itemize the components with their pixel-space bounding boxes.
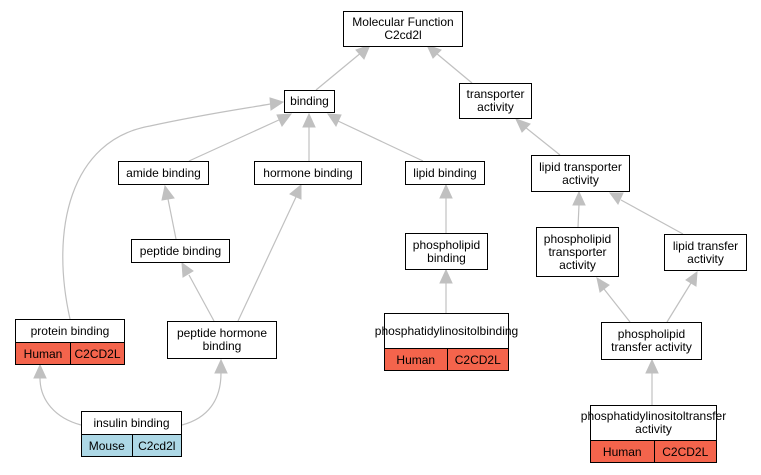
node-phosphatidylinositol-transfer-activity[interactable]: phosphatidylinositoltransfer activity Hu… [581,405,726,463]
edge-transporter-to-root [426,44,473,84]
node-amide-binding[interactable]: amide binding [118,161,209,185]
edge-peptide-to-amide [161,184,177,240]
species-cell: Mouse [82,435,132,456]
node-label: binding [290,94,329,108]
edge-lipidtransfer-to-lipidtransporter [609,192,684,235]
node-line: phosphatidylinositol [580,409,686,423]
edge-peptidehormone-to-peptide [181,261,215,322]
edge-peptidehormone-to-hormone [237,183,302,322]
node-label: hormone binding [263,165,353,180]
gene-cell: C2CD2L [446,349,508,370]
edge-insulin-to-protein [33,363,82,426]
edge-phospholipidtransporter-to-lipidtransporter [572,190,586,228]
node-line: activity [559,257,596,272]
node-label-box: phosphatidylinositoltransfer activity [581,406,726,441]
node-line: activity [687,251,724,266]
arrowhead [276,113,293,127]
node-binding[interactable]: binding [284,90,335,113]
edge-phospholipidtransfer-to-phospholipidtransporter [596,276,631,323]
node-line: phospholipid [543,231,612,246]
edge-phospholipidtransfer-to-lipidtransfer [666,270,698,323]
edge-protein-to-binding [62,97,285,320]
arrowhead [685,270,698,287]
node-line: binding [427,250,466,265]
node-label: lipid binding [413,165,477,180]
species-cell: Human [591,441,654,462]
node-label: insulin binding [82,412,181,435]
node-peptide-binding[interactable]: peptide binding [131,239,230,263]
arrowhead [161,184,175,201]
node-label-box: phosphatidylinositolbinding [375,314,518,349]
arrowhead [439,183,453,199]
arrowhead [327,113,342,128]
node-insulin-binding[interactable]: insulin binding Mouse C2cd2l [81,411,182,457]
node-line: phospholipid [412,237,481,252]
edge-binding-to-root [315,44,371,91]
arrowhead [355,44,371,60]
node-line: phospholipid [617,327,686,341]
node-line: C2cd2l [384,28,422,42]
node-line: transfer activity [611,340,692,354]
node-line: transfer activity [635,409,727,436]
arrowhead [439,268,453,284]
annotation-row: Human C2CD2L [385,349,508,370]
edge-lipidtransporter-to-transporter [515,118,561,156]
node-label: protein binding [16,320,124,343]
gene-cell: C2cd2l [131,435,181,456]
annotation-row: Human C2CD2L [16,343,124,364]
arrowhead [269,97,285,111]
node-line: Molecular Function [352,15,454,29]
node-line: peptide hormone [176,326,268,340]
edge-phosphatidylinositol-to-phospholipid [439,268,453,313]
annotation-row: Mouse C2cd2l [82,435,181,456]
node-line: transporter [466,87,525,101]
node-line: transporter [548,244,607,259]
node-lipid-binding[interactable]: lipid binding [405,161,485,185]
node-phosphatidylinositol-binding[interactable]: phosphatidylinositolbinding Human C2CD2L [375,313,518,371]
node-line: binding [479,323,519,338]
node-line: lipid transfer [672,238,739,253]
arrowhead [426,44,442,59]
arrowhead [515,118,531,133]
node-hormone-binding[interactable]: hormone binding [254,161,362,185]
edge-phospholipid-to-lipid [439,183,453,233]
node-line: activity [562,172,599,187]
edge-amide-to-binding [188,113,293,162]
node-label: peptide binding [139,243,222,258]
arrowhead [609,192,624,205]
node-protein-binding[interactable]: protein binding Human C2CD2L [15,319,125,365]
node-line: binding [202,339,242,353]
node-line: lipid transporter [539,159,622,174]
edge-lipid-to-binding [327,113,424,162]
arrowhead [572,190,586,206]
node-label: amide binding [126,165,201,180]
arrowhead [33,363,47,379]
annotation-row: Human C2CD2L [591,441,716,462]
node-line: phosphatidylinositol [374,323,480,338]
arrowhead [214,358,228,374]
node-line: activity [477,100,514,114]
edge-insulin-to-peptidehormone [181,358,228,426]
gene-cell: C2CD2L [70,343,124,364]
species-cell: Human [385,349,447,370]
edge-phosphatidylinositoltransfer-to-phospholipidtransfer [645,358,659,405]
arrowhead [181,261,194,278]
arrowhead [302,112,316,128]
edge-hormone-to-binding [302,112,316,161]
species-cell: Human [16,343,70,364]
arrowhead [596,276,610,293]
arrowhead [289,183,302,200]
gene-cell: C2CD2L [653,441,716,462]
arrowhead [645,358,659,374]
